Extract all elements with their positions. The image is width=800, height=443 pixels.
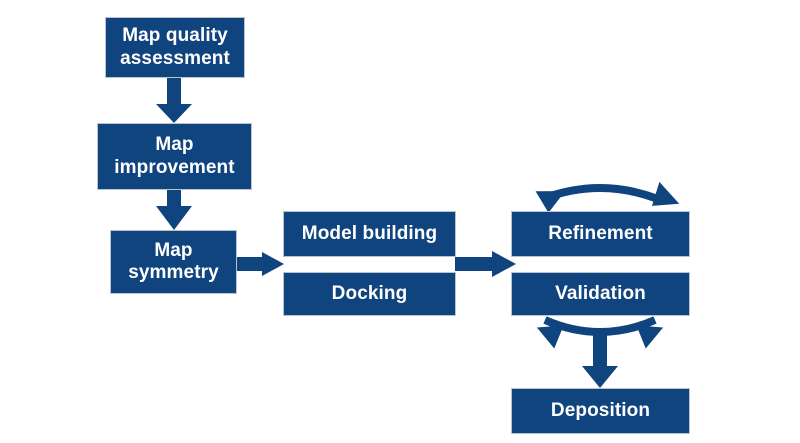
node-model-building[interactable]: Model building <box>283 211 456 257</box>
node-refinement[interactable]: Refinement <box>511 211 690 257</box>
node-label: Refinement <box>548 222 653 244</box>
node-map-quality-assessment[interactable]: Map quality assessment <box>105 17 245 78</box>
connector-symmetry-to-building <box>236 252 284 276</box>
connector-building-to-refinement <box>455 251 516 277</box>
connector-quality-to-improvement <box>156 78 192 123</box>
node-label: Docking <box>331 282 408 304</box>
node-label-line2: improvement <box>114 156 235 178</box>
node-map-symmetry[interactable]: Map symmetry <box>110 230 237 294</box>
node-label: Deposition <box>550 399 651 421</box>
connector-cycle-top-arc <box>535 181 680 213</box>
node-label-line2: assessment <box>120 47 230 69</box>
node-label: Validation <box>555 282 646 304</box>
node-validation[interactable]: Validation <box>511 272 690 316</box>
node-docking[interactable]: Docking <box>283 272 456 316</box>
node-map-improvement[interactable]: Map improvement <box>97 123 252 190</box>
connector-cycle-to-deposition <box>582 330 618 388</box>
node-label-line1: Map quality <box>122 25 228 47</box>
node-label-line1: Map <box>155 134 194 156</box>
node-label: Model building <box>301 222 438 244</box>
node-label-line1: Map <box>154 239 193 261</box>
connector-improvement-to-symmetry <box>156 190 192 230</box>
node-label-line2: symmetry <box>128 262 219 283</box>
node-deposition[interactable]: Deposition <box>511 388 690 434</box>
